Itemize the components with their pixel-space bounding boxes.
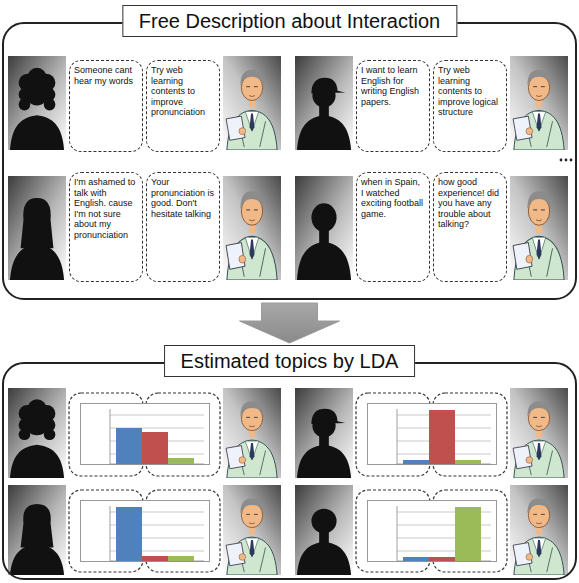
student-figure bbox=[8, 176, 66, 280]
student-figure bbox=[295, 388, 353, 478]
speech-bubble bbox=[69, 393, 507, 572]
teacher-figure bbox=[223, 485, 281, 575]
topic-bar-chart bbox=[368, 404, 497, 465]
topic-bar-chart bbox=[429, 557, 455, 561]
student-figure bbox=[295, 176, 353, 280]
teacher-figure bbox=[223, 56, 281, 150]
bubble-text: Someone cant hear my words bbox=[74, 65, 138, 86]
topic-bar-chart bbox=[81, 404, 497, 562]
topic-bar-chart bbox=[81, 501, 210, 562]
topic-bar-chart bbox=[168, 458, 194, 464]
teacher-figure bbox=[223, 56, 568, 575]
ellipsis-dots bbox=[565, 159, 568, 162]
speech-bubble: I'm ashamed to talk with English. cause … bbox=[69, 172, 143, 282]
speech-bubble: Your pronunciation is good. Don't hesita… bbox=[146, 172, 220, 282]
student-figure bbox=[8, 388, 66, 478]
topic-bar-chart bbox=[142, 432, 168, 464]
teacher-figure bbox=[510, 388, 568, 478]
ellipsis-dots bbox=[570, 159, 573, 162]
topic-bar-chart bbox=[368, 404, 497, 465]
topic-bar-chart bbox=[142, 556, 168, 561]
topic-bar-chart bbox=[168, 556, 194, 561]
topic-bar-chart bbox=[116, 507, 142, 561]
speech-bubble: Try web learning contents to improve pro… bbox=[146, 60, 220, 152]
teacher-figure bbox=[510, 176, 568, 280]
speech-bubble: I want to learn English for writing Engl… bbox=[356, 60, 430, 152]
student-figure bbox=[295, 485, 353, 575]
topic-bar-chart bbox=[81, 404, 210, 465]
topic-bar-chart bbox=[81, 501, 210, 562]
flow-arrow bbox=[240, 303, 340, 343]
topic-bar-chart bbox=[368, 501, 497, 562]
bubble-text: Your pronunciation is good. Don't hesita… bbox=[151, 177, 215, 219]
speech-bubble: when in Spain, I watched exciting footba… bbox=[356, 172, 430, 282]
speech-bubble: Try web learning contents to improve log… bbox=[433, 60, 507, 152]
topic-bar-chart bbox=[116, 428, 142, 464]
topic-bar-chart bbox=[455, 507, 481, 561]
teacher-figure bbox=[223, 176, 281, 280]
student-figure bbox=[8, 485, 66, 575]
teacher-figure bbox=[223, 388, 281, 478]
topic-bar-chart bbox=[403, 557, 429, 561]
topic-bar-chart bbox=[429, 410, 455, 464]
bubble-text: I'm ashamed to talk with English. cause … bbox=[74, 177, 138, 240]
bubble-text: how good experience! did you have any tr… bbox=[438, 177, 502, 230]
ellipsis-dots bbox=[560, 159, 573, 162]
panel-heading: Estimated topics by LDA bbox=[164, 345, 416, 377]
teacher-figure bbox=[510, 485, 568, 575]
panel-heading: Free Description about Interaction bbox=[122, 5, 457, 37]
speech-bubble: how good experience! did you have any tr… bbox=[433, 172, 507, 282]
topic-bar-chart bbox=[455, 460, 481, 464]
bubble-text: Try web learning contents to improve log… bbox=[438, 65, 502, 118]
ellipsis-dots bbox=[560, 159, 563, 162]
topic-bar-chart bbox=[403, 460, 429, 464]
panel-box: Free Description about InteractionSomeon… bbox=[2, 22, 577, 300]
topic-bar-chart bbox=[81, 404, 210, 465]
bubble-text: when in Spain, I watched exciting footba… bbox=[361, 177, 425, 219]
panel-box: Estimated topics by LDA bbox=[2, 362, 577, 580]
bubble-text: I want to learn English for writing Engl… bbox=[361, 65, 425, 107]
student-figure bbox=[295, 56, 353, 150]
topic-bar-chart bbox=[368, 501, 497, 562]
speech-bubble: Someone cant hear my words bbox=[69, 60, 143, 152]
teacher-figure bbox=[510, 56, 568, 150]
student-figure bbox=[8, 56, 353, 575]
bubble-text: Try web learning contents to improve pro… bbox=[151, 65, 215, 118]
student-figure bbox=[8, 56, 66, 150]
